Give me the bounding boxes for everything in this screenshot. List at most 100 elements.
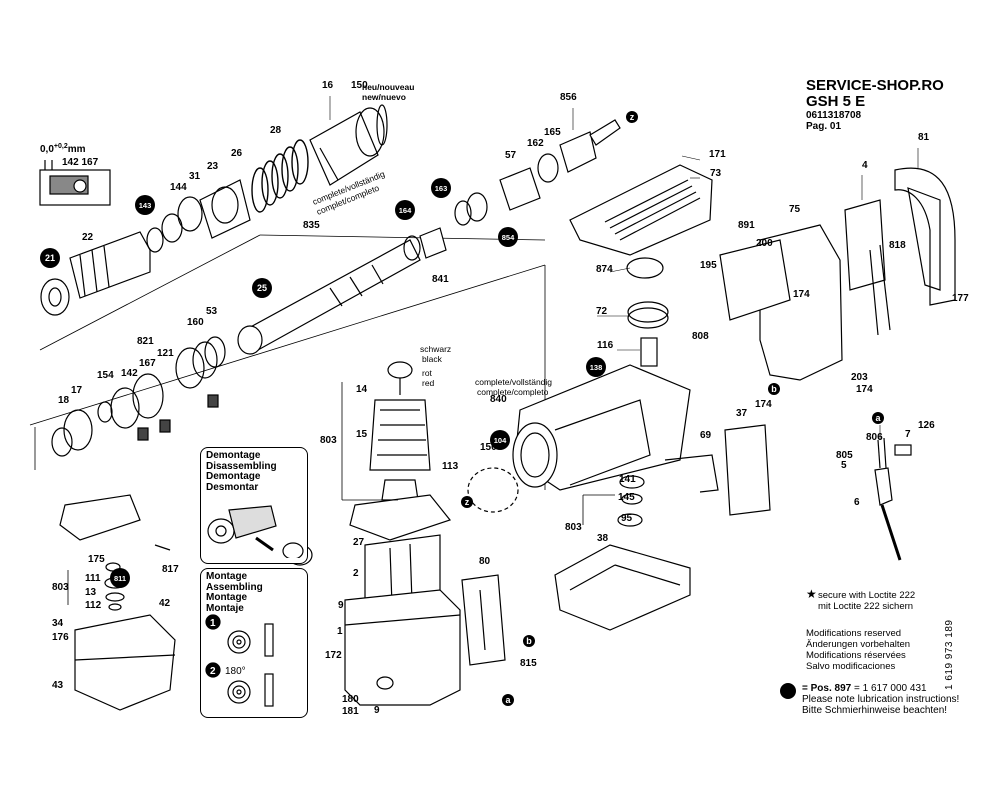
svg-text:z: z bbox=[465, 497, 470, 507]
part-label-111: 111 bbox=[85, 573, 101, 584]
part-label-126: 126 bbox=[918, 420, 935, 431]
part-label-112: 112 bbox=[85, 600, 102, 611]
base-cover bbox=[554, 544, 691, 631]
part-label-803: 803 bbox=[320, 435, 337, 446]
connector-z: z bbox=[626, 111, 638, 123]
part-label-142: 142 bbox=[121, 368, 138, 379]
part-label-14: 14 bbox=[356, 384, 368, 395]
power-cable bbox=[874, 437, 912, 561]
part-label-803: 803 bbox=[52, 582, 69, 593]
part-label-175: 175 bbox=[88, 554, 105, 565]
svg-text:104: 104 bbox=[494, 436, 507, 445]
part-label-817: 817 bbox=[162, 564, 179, 575]
page-header: SERVICE-SHOP.RO GSH 5 E 0611318708 Pag. … bbox=[806, 78, 944, 132]
part-label-69: 69 bbox=[700, 430, 712, 441]
lubrication-text: = Pos. 897 = 1 617 000 431 Please note l… bbox=[802, 683, 959, 716]
shop-name: SERVICE-SHOP.RO bbox=[806, 77, 944, 94]
part-label-1: 1 bbox=[337, 626, 343, 637]
part-label-23: 23 bbox=[207, 161, 219, 172]
part-label-7: 7 bbox=[905, 429, 911, 440]
marker-104: 104 bbox=[490, 430, 510, 450]
part-label-162: 162 bbox=[527, 138, 544, 149]
modifications-note: Modifications reserved Änderungen vorbeh… bbox=[806, 628, 910, 672]
field-stator bbox=[349, 494, 452, 611]
locking-rings bbox=[146, 179, 251, 253]
switch-unit bbox=[461, 574, 506, 666]
chisel-holder bbox=[40, 231, 151, 316]
marker-854: 854 bbox=[498, 227, 518, 247]
armature bbox=[369, 361, 431, 501]
marker-138: 138 bbox=[586, 357, 606, 377]
svg-text:21: 21 bbox=[45, 253, 55, 263]
pos-label: = Pos. bbox=[802, 683, 832, 694]
pos-value: = 1 617 000 431 bbox=[854, 683, 927, 694]
part-label-57: 57 bbox=[505, 150, 517, 161]
part-label-22: 22 bbox=[82, 232, 94, 243]
tool-holder-tube bbox=[237, 239, 421, 355]
main-housing bbox=[719, 199, 891, 381]
rotation-angle: 180° bbox=[225, 666, 246, 677]
part-label-113: 113 bbox=[442, 461, 459, 472]
svg-text:a: a bbox=[875, 413, 881, 423]
lubrication-line-2: Please note lubrication instructions! bbox=[802, 694, 960, 705]
part-label-6: 6 bbox=[854, 497, 860, 508]
part-label-43: 43 bbox=[52, 680, 64, 691]
part-label-53: 53 bbox=[206, 306, 218, 317]
svg-text:164: 164 bbox=[399, 206, 412, 215]
front-sleeve bbox=[309, 104, 388, 186]
complete-label-2b: complete/completo bbox=[477, 387, 549, 397]
gear-parts bbox=[626, 257, 669, 367]
part-label-17: 17 bbox=[71, 385, 83, 396]
part-label-165: 165 bbox=[544, 127, 561, 138]
part-label-13: 13 bbox=[85, 587, 97, 598]
part-label-172: 172 bbox=[325, 650, 342, 661]
percussion-parts bbox=[403, 119, 621, 261]
tolerance-parts: 142 167 bbox=[62, 157, 99, 168]
part-label-42: 42 bbox=[159, 598, 171, 609]
bearing-cover-assembly bbox=[59, 494, 176, 711]
part-label-9: 9 bbox=[374, 705, 380, 716]
svg-text:b: b bbox=[771, 384, 777, 394]
part-label-856: 856 bbox=[560, 92, 577, 103]
disassembly-title-3: Desmontar bbox=[206, 481, 259, 493]
part-label-803: 803 bbox=[565, 522, 582, 533]
rear-handle bbox=[894, 167, 956, 306]
disassembly-title-1: Disassembling bbox=[206, 460, 277, 472]
marker-163: 163 bbox=[431, 178, 451, 198]
part-label-80: 80 bbox=[479, 556, 491, 567]
disassembly-title-0: Demontage bbox=[206, 450, 261, 461]
svg-text:143: 143 bbox=[139, 201, 152, 210]
part-label-840: 840 bbox=[490, 394, 507, 405]
part-label-15: 15 bbox=[356, 429, 368, 440]
lubrication-dot-icon bbox=[780, 683, 796, 699]
mid-rings bbox=[51, 336, 226, 457]
gear-housing bbox=[512, 364, 691, 491]
tolerance-value: 0,0+0,2mm bbox=[40, 143, 86, 155]
part-label-5: 5 bbox=[841, 460, 847, 471]
marker-164: 164 bbox=[395, 200, 415, 220]
part-label-841: 841 bbox=[432, 274, 449, 285]
part-label-31: 31 bbox=[189, 171, 201, 182]
connector-b: b bbox=[523, 635, 535, 647]
part-label-4: 4 bbox=[862, 160, 868, 171]
part-label-95: 95 bbox=[621, 513, 633, 524]
document-number: 1 619 973 189 bbox=[944, 619, 955, 690]
marker-143: 143 bbox=[135, 195, 155, 215]
part-label-27: 27 bbox=[353, 537, 365, 548]
part-label-150: 150 bbox=[351, 80, 368, 91]
red-label: red bbox=[422, 378, 435, 388]
part-label-18: 18 bbox=[58, 395, 70, 406]
tolerance-text: 0,0+0,2mm 142 167 bbox=[40, 143, 99, 168]
assembly-illustration: 1 2 180° bbox=[205, 614, 274, 707]
svg-text:25: 25 bbox=[257, 283, 267, 293]
assembly-title-0: Montage bbox=[206, 571, 248, 582]
modifications-line-1: Modifications reserved bbox=[806, 628, 902, 639]
part-label-821: 821 bbox=[137, 336, 154, 347]
part-label-75: 75 bbox=[789, 204, 801, 215]
